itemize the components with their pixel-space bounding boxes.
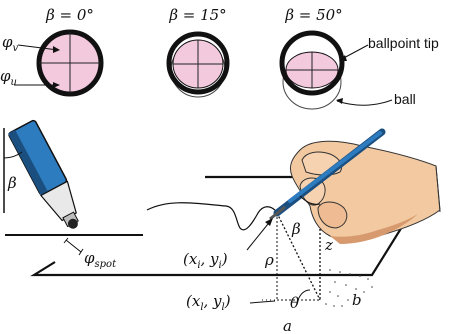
shadow-dots	[325, 269, 373, 307]
xi-yi-open: (x	[183, 250, 198, 268]
tip-circle-50	[279, 30, 345, 96]
lower-finger	[317, 201, 348, 229]
phi-v-label: φv	[2, 33, 19, 54]
phi-spot-tick-a	[63, 237, 69, 244]
shadow-dot	[334, 281, 336, 283]
shadow-dot	[363, 291, 365, 293]
writing-pen	[269, 128, 386, 221]
closeup-pen-ball	[67, 218, 78, 229]
writing-plane-scene: β z ρ θ b a (xi, yi) (xl, yl)	[30, 128, 441, 334]
pen-body-highlight	[288, 131, 382, 203]
xl-yl-close: )	[224, 292, 231, 310]
tilted-pen-closeup: β φspot	[3, 119, 143, 270]
shadow-dot	[347, 299, 349, 301]
shadow-dot	[329, 269, 331, 271]
rho-label: ρ	[264, 251, 274, 269]
theta-label: θ	[290, 294, 299, 312]
closeup-beta-arc	[3, 151, 23, 159]
pen-tip	[269, 205, 286, 221]
ballpoint-tip-label: ballpoint tip	[368, 35, 439, 51]
hand-shadow	[330, 214, 418, 244]
phi-u-label: φu	[0, 67, 17, 88]
shadow-dot	[355, 288, 357, 290]
xi-yi-mid: , y	[201, 250, 220, 268]
a-label: a	[283, 317, 292, 334]
shadow-dot	[371, 286, 373, 288]
xi-yi-close: )	[221, 250, 228, 268]
z-label: z	[324, 236, 333, 254]
xl-yl-open: (x	[186, 292, 201, 310]
shadow-dot	[367, 278, 369, 280]
xl-yl-pointer	[249, 300, 276, 304]
ball-arrowhead	[336, 98, 343, 104]
xl-yl-sub-l2: l	[222, 302, 225, 313]
plane-beta-label: β	[291, 220, 301, 238]
angle-label-0: β = 0°	[45, 6, 94, 24]
shadow-dot	[349, 273, 351, 275]
tip-view-15deg: β = 15°	[166, 6, 230, 98]
b-label: b	[352, 291, 362, 309]
shadow-dot	[341, 305, 343, 307]
xi-yi-label: (xi, yi)	[183, 250, 228, 271]
tip-circle-15	[166, 31, 230, 95]
shadow-dot	[345, 284, 347, 286]
closeup-pen-cone	[39, 180, 77, 222]
phi-v-symbol: φ	[2, 33, 13, 51]
xl-yl-label: (xl, yl)	[186, 292, 231, 313]
shadow-dot	[329, 291, 331, 293]
theta-arc	[297, 289, 311, 301]
phi-v-arrowhead	[53, 46, 60, 53]
shadow-dot	[359, 275, 361, 277]
shadow-dot	[333, 305, 335, 307]
writing-hand	[289, 140, 441, 244]
phi-spot-symbol: φ	[84, 249, 95, 267]
phi-v-pointer	[17, 44, 59, 51]
phi-u-sub: u	[11, 77, 17, 88]
ball-label: ball	[394, 91, 416, 107]
closeup-beta-label: β	[7, 174, 17, 192]
wrist-line	[435, 165, 441, 213]
shadow-dot	[339, 271, 341, 273]
phi-spot-marker	[65, 239, 82, 253]
xi-yi-sub-i: i	[197, 260, 200, 271]
angle-label-50: β = 50°	[284, 6, 342, 24]
handwriting-stroke	[146, 202, 277, 231]
closeup-pen	[8, 119, 79, 229]
phi-spot-sub: spot	[95, 259, 118, 270]
pen-axis-line	[276, 212, 321, 301]
angle-label-15: β = 15°	[168, 6, 226, 24]
phi-u-symbol: φ	[0, 67, 11, 85]
phi-spot-label: φspot	[84, 249, 117, 270]
xi-yi-sub-i2: i	[219, 260, 222, 271]
shadow-dot	[325, 303, 327, 305]
phi-spot-tick-b	[78, 248, 84, 256]
shadow-dot	[337, 295, 339, 297]
phi-v-sub: v	[13, 43, 19, 54]
xl-yl-mid: , y	[204, 292, 223, 310]
ball-pointer	[336, 99, 393, 106]
tip-view-0deg: β = 0° φv φu	[0, 6, 104, 97]
xi-yi-arrowhead	[265, 218, 273, 226]
ballpoint-tip-arrowhead	[339, 55, 347, 61]
tip-view-50deg: β = 50° ballpoint tip ball	[279, 6, 439, 110]
xl-yl-sub-l: l	[200, 302, 203, 313]
phi-u-arrowhead	[53, 82, 60, 88]
closeup-pen-barrel-shade	[8, 129, 48, 196]
pen-beta-arc	[299, 195, 321, 205]
